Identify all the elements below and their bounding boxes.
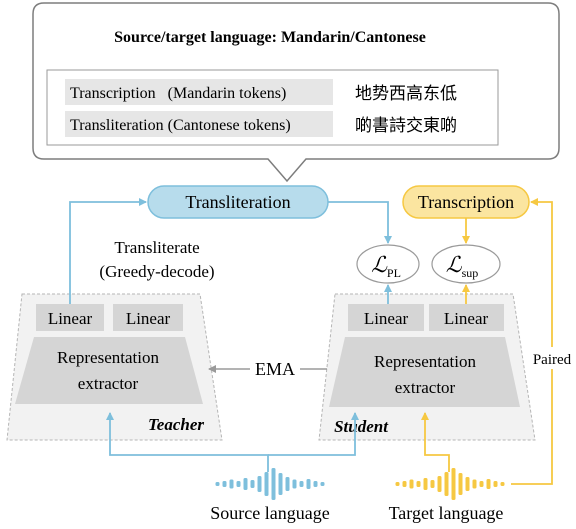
waveform-bar xyxy=(500,482,505,486)
waveform-bar xyxy=(486,479,491,489)
waveform-bar xyxy=(444,472,449,496)
language-callout: Source/target language: Mandarin/Cantone… xyxy=(32,2,560,183)
target-language-label: Target language xyxy=(389,503,504,523)
waveform-bar xyxy=(229,479,234,489)
transliteration-row-example: 啲書詩交東啲 xyxy=(355,116,457,135)
waveform-bar xyxy=(313,481,318,487)
waveform-bar xyxy=(409,479,414,489)
target-to-student-arrow xyxy=(421,412,450,472)
student-extractor-line2: extractor xyxy=(395,378,456,397)
transcription-pill-label: Transcription xyxy=(418,192,514,212)
waveform-bar xyxy=(395,482,400,486)
waveform-bar xyxy=(243,478,248,490)
student-extractor-line1: Representation xyxy=(374,352,476,371)
waveform-bar xyxy=(271,468,276,500)
paired-label: Paired xyxy=(533,352,572,368)
transcription-row-label: Transcription (Mandarin tokens) xyxy=(70,85,286,102)
student-label: Student xyxy=(334,417,389,436)
student-linear-right xyxy=(429,304,504,331)
waveform-bar xyxy=(320,482,325,486)
ema-label: EMA xyxy=(255,359,295,379)
waveform-bar xyxy=(423,478,428,490)
waveform-bar xyxy=(264,472,269,496)
waveform-bar xyxy=(250,480,255,488)
transliteration-row-label: Transliteration (Cantonese tokens) xyxy=(70,117,291,134)
waveform-bar xyxy=(306,479,311,489)
student-linear-left xyxy=(348,304,424,331)
pl-loss-symbol: ℒPL xyxy=(371,252,401,280)
student-model: Linear Linear Representation extractor S… xyxy=(318,293,536,441)
teacher-to-transliteration-arrow xyxy=(69,198,147,304)
waveform-bar xyxy=(458,473,463,495)
greedy-decode-annotation: (Greedy-decode) xyxy=(99,262,214,281)
teacher-extractor-line2: extractor xyxy=(78,374,139,393)
target-waveform xyxy=(395,468,505,500)
teacher-model: Linear Linear Representation extractor T… xyxy=(6,293,223,441)
waveform-bar xyxy=(215,482,220,486)
teacher-linear-right-label: Linear xyxy=(126,309,171,328)
sup-loss-symbol: ℒsup xyxy=(446,252,479,280)
waveform-bar xyxy=(479,481,484,487)
waveform-bar xyxy=(285,477,290,491)
source-to-teacher-arrow xyxy=(106,412,269,472)
waveform-bar xyxy=(451,468,456,500)
waveform-bar xyxy=(299,481,304,487)
waveform-bar xyxy=(465,477,470,491)
source-waveform xyxy=(215,468,325,500)
teacher-label: Teacher xyxy=(148,415,204,434)
waveform-bar xyxy=(222,481,227,487)
source-to-student-arrow xyxy=(268,412,359,456)
teacher-linear-right xyxy=(113,304,183,331)
ema-label-bg xyxy=(250,356,300,380)
teacher-extractor-line1: Representation xyxy=(57,348,159,367)
teacher-linear-left-label: Linear xyxy=(48,309,93,328)
paired-arrow xyxy=(511,198,553,485)
waveform-bar xyxy=(278,473,283,495)
transliterate-annotation: Transliterate xyxy=(114,238,199,257)
pseudo-label-loss xyxy=(356,244,420,284)
waveform-bar xyxy=(416,481,421,487)
waveform-bar xyxy=(493,481,498,487)
student-extractor xyxy=(329,337,520,407)
waveform-bar xyxy=(430,480,435,488)
source-language-label: Source language xyxy=(210,503,329,523)
transliteration-pill-label: Transliteration xyxy=(185,192,290,212)
waveform-bar xyxy=(257,476,262,492)
teacher-extractor xyxy=(15,337,203,404)
transcription-row-example: 地势西高东低 xyxy=(355,84,457,103)
waveform-bar xyxy=(402,481,407,487)
waveform-bar xyxy=(472,479,477,489)
transcription-row-bg xyxy=(65,79,333,105)
waveform-bar xyxy=(437,476,442,492)
teacher-linear-left xyxy=(36,304,104,331)
waveform-bar xyxy=(292,479,297,489)
transliteration-to-pl-arrow xyxy=(328,201,392,244)
paired-label-bg xyxy=(528,347,576,369)
waveform-bar xyxy=(236,481,241,487)
supervised-loss xyxy=(431,244,501,284)
student-linear-right-label: Linear xyxy=(444,309,489,328)
callout-title: Source/target language: Mandarin/Cantone… xyxy=(114,29,426,46)
transliteration-row-bg xyxy=(65,111,333,137)
student-linear-left-label: Linear xyxy=(364,309,409,328)
